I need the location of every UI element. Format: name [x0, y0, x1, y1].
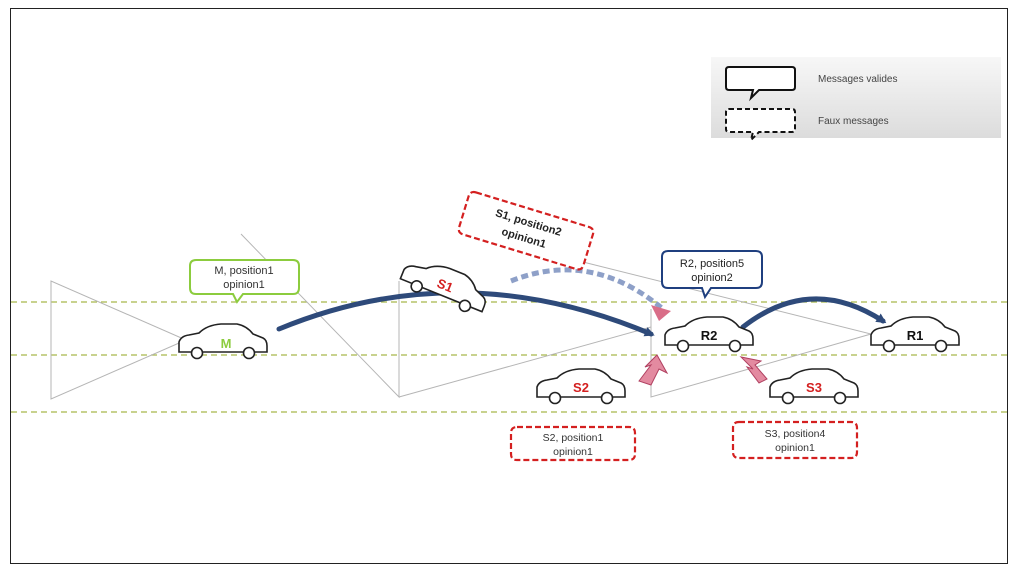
fake-message-arrows — [510, 267, 768, 386]
bubble-r2-line2: opinion2 — [691, 272, 733, 284]
vehicle-s3-label: S3 — [806, 380, 822, 395]
legend-fake-bubble-icon — [725, 108, 796, 144]
legend-valid-label: Messages valides — [818, 74, 897, 85]
legend-fake-label: Faux messages — [818, 116, 889, 127]
range-cone-r2 — [570, 258, 873, 398]
vehicle-s1-label: S1 — [435, 276, 455, 296]
vanet-scene: Messages valides Faux messages M S1 R2 R… — [11, 57, 1009, 462]
bubble-s3: S3, position4 opinion1 — [731, 420, 859, 460]
fake-arrowhead-s1 — [651, 305, 671, 321]
bubble-r2: R2, position5 opinion2 — [661, 250, 763, 300]
vehicle-r1: R1 — [870, 316, 960, 353]
vehicle-s2: S2 — [536, 368, 626, 405]
vehicle-r2-label: R2 — [701, 328, 718, 343]
road-lanes — [11, 301, 1009, 413]
bubble-s2-line2: opinion1 — [553, 446, 593, 458]
vehicle-s3: S3 — [769, 368, 859, 405]
vehicle-r2: R2 — [664, 316, 754, 353]
bubble-s3-line2: opinion1 — [775, 442, 815, 454]
vehicle-s2-label: S2 — [573, 380, 589, 395]
vehicle-m-label: M — [221, 336, 232, 351]
bubble-s2: S2, position1 opinion1 — [509, 425, 637, 462]
bubble-r2-line1: R2, position5 — [680, 258, 744, 270]
vehicle-m: M — [178, 323, 268, 360]
valid-message-arrows — [276, 290, 887, 337]
arrow-s1-to-r2 — [510, 267, 665, 311]
arrow-s3-to-r2 — [739, 356, 768, 384]
range-cone-mid-lower — [398, 326, 652, 398]
vehicle-s1: S1 — [397, 251, 494, 319]
range-cone-m — [50, 280, 188, 400]
range-cones — [50, 233, 873, 400]
arrow-r2-to-r1 — [740, 296, 887, 330]
diagram-frame: Messages valides Faux messages M S1 R2 R… — [10, 8, 1009, 564]
bubble-m-line1: M, position1 — [214, 265, 273, 277]
arrow-s2-to-r2 — [638, 354, 669, 386]
legend-valid-bubble-icon — [725, 66, 796, 102]
bubble-s2-line1: S2, position1 — [543, 432, 604, 444]
bubble-m: M, position1 opinion1 — [189, 259, 300, 304]
bubble-s3-line1: S3, position4 — [765, 428, 826, 440]
bubble-m-line2: opinion1 — [223, 279, 265, 291]
bubble-s1: S1, position2 opinion1 — [457, 190, 595, 271]
vehicle-r1-label: R1 — [907, 328, 924, 343]
legend: Messages valides Faux messages — [711, 57, 1001, 144]
